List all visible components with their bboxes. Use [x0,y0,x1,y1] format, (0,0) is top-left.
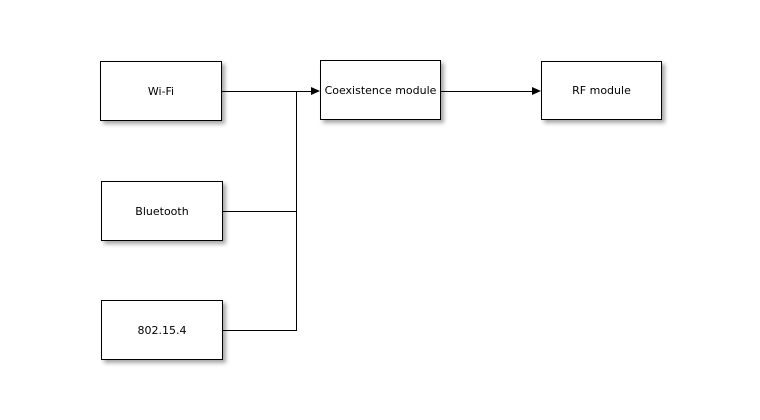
edge-zigbee-to-trunk-line [223,330,296,331]
node-802-15-4: 802.15.4 [101,300,223,360]
node-rf-module-label: RF module [572,84,631,97]
node-rf-module: RF module [541,61,662,120]
edge-coexistence-to-rf-line [441,91,532,92]
edge-wifi-to-coexistence-line [222,91,311,92]
node-802-15-4-label: 802.15.4 [137,323,187,337]
edge-merge-trunk-line [296,91,297,331]
node-wifi: Wi-Fi [100,61,222,121]
node-wifi-label: Wi-Fi [147,84,175,98]
node-bluetooth-label: Bluetooth [135,204,189,218]
arrowhead-into-coexistence-icon [311,87,320,95]
node-coexistence-module-label: Coexistence module [324,83,437,97]
edge-bluetooth-to-trunk-line [222,211,296,212]
node-coexistence-module: Coexistence module [320,60,441,120]
arrowhead-into-rf-icon [532,87,541,95]
node-bluetooth: Bluetooth [101,181,223,241]
